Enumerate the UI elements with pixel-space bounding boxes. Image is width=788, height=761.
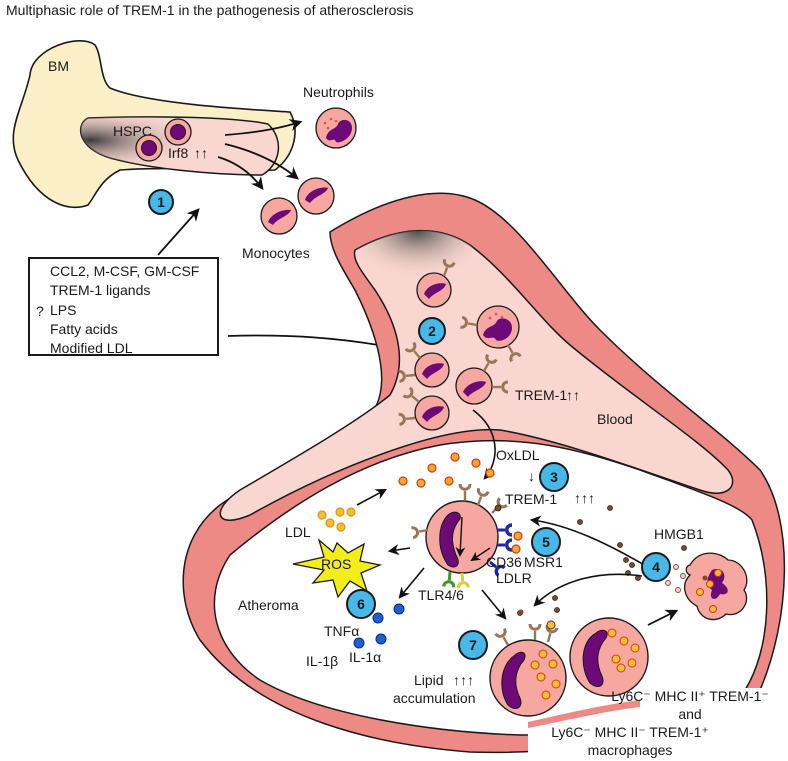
caption-background (528, 688, 768, 761)
foam-cell-trem1-positive (489, 620, 567, 717)
arrow-factors-to-vessel (227, 334, 393, 352)
atheroma-label: Atheroma (238, 597, 299, 613)
irf8-label: Irf8 (168, 145, 188, 161)
macrophage-caption-line: and (678, 706, 701, 722)
trem1-plaque-label: TREM-1 (505, 491, 557, 507)
svg-text:6: 6 (357, 596, 365, 612)
tlr46-label: TLR4/6 (418, 587, 464, 603)
il1a-label: IL-1α (349, 649, 381, 665)
blood-neutrophil (458, 305, 522, 363)
vessel-wall-fragment (528, 700, 640, 728)
arrow-to-monocyte (224, 143, 299, 180)
monocytes-label: Monocytes (242, 245, 310, 261)
arrow-ldl-to-oxldl (356, 488, 387, 506)
arrow-to-ros (387, 544, 411, 556)
tnfa-label: TNFα (324, 623, 359, 639)
il1b-label: IL-1β (306, 653, 338, 669)
arrow-to-cytokines (398, 567, 425, 599)
monocyte-cell (297, 177, 335, 215)
arrow-to-necrotic-cell (647, 609, 679, 626)
blood-label: Blood (597, 411, 633, 427)
svg-text:4: 4 (652, 559, 660, 575)
oxldl-particle (511, 544, 521, 554)
factors-box: ? CCL2, M-CSF, GM-CSF TREM-1 ligands LPS… (28, 257, 219, 356)
hspc-label: HSPC (113, 123, 152, 139)
oxldl-label: OxLDL (496, 447, 540, 463)
neutrophils-label: Neutrophils (303, 84, 374, 100)
factor-prefix-question: ? (36, 303, 44, 319)
arrow-hmgb1-to-foam-cell (533, 573, 643, 607)
step-badge-7: 7 (458, 630, 488, 660)
arrow-to-foam-cell (481, 589, 507, 620)
necrotic-cell (684, 552, 748, 621)
msr1-label: MSR1 (524, 554, 563, 570)
macrophage-caption-line: Ly6C⁻ MHC II⁻ TREM-1⁺ (551, 724, 709, 740)
step-badge-6: 6 (346, 589, 376, 619)
step-badge-1: 1 (148, 189, 174, 215)
svg-text:7: 7 (469, 637, 477, 653)
macrophage-caption-line: Ly6C⁻ MHC II⁺ TREM-1⁻ (611, 688, 769, 704)
blood-monocyte (416, 257, 456, 308)
svg-text:5: 5 (542, 534, 550, 550)
step-badge-2: 2 (418, 317, 446, 345)
blood-monocyte (397, 386, 450, 431)
ldlr-label: LDLR (496, 570, 532, 586)
arrow-factors-to-bm (157, 208, 200, 256)
arrow-to-neutrophils (224, 119, 303, 136)
ros-burst (292, 538, 383, 599)
blood-monocyte (397, 341, 450, 388)
step-badge-5: 5 (531, 527, 561, 557)
cd36-label: CD36 (486, 554, 522, 570)
macrophage-caption-line: macrophages (588, 742, 673, 758)
ldl-label: LDL (285, 524, 311, 540)
accumulation-label: accumulation (393, 690, 476, 706)
svg-text:2: 2 (428, 323, 436, 339)
oxldl-down-arrow: ↓ (528, 468, 535, 484)
neutrophil-cell (315, 107, 357, 149)
oxldl-particles (398, 452, 495, 488)
blood-monocyte (455, 353, 510, 405)
ros-label: ROS (321, 556, 351, 572)
trem1-blood-label: TREM-1 (515, 387, 567, 403)
ldl-particles (317, 507, 356, 532)
hspc-cell (164, 118, 192, 146)
hmgb1-label: HMGB1 (654, 526, 704, 542)
step-badge-3: 3 (539, 462, 569, 492)
arrow-hmgb1-to-trem1 (529, 515, 647, 567)
trem1-blood-up-arrows: ↑↑ (566, 387, 580, 403)
hmgb1-particle (494, 504, 502, 512)
oxldl-particle (513, 531, 523, 541)
cytokine-particles (353, 603, 405, 649)
foam-cell-trem1-negative (569, 617, 649, 697)
factor-item: Modified LDL (50, 340, 133, 356)
macrophage-caption: Ly6C⁻ MHC II⁺ TREM-1⁻ and Ly6C⁻ MHC II⁻ … (551, 688, 769, 758)
lipid-label: Lipid (414, 672, 444, 688)
hmgb1-particles (517, 505, 687, 616)
lipid-up-arrows: ↑↑↑ (453, 672, 474, 688)
central-macrophage (409, 482, 514, 589)
monocyte-cell (260, 197, 298, 235)
trem1-plaque-up-arrows: ↑↑↑ (574, 490, 595, 506)
step-badge-4: 4 (641, 552, 671, 582)
irf8-up-arrows: ↑↑ (194, 145, 208, 161)
cell-debris (665, 564, 686, 593)
bm-label: BM (48, 58, 69, 74)
svg-text:3: 3 (550, 469, 558, 485)
hmgb1-particle (518, 609, 524, 615)
hspc-cell (135, 134, 163, 162)
factor-item: Fatty acids (50, 321, 118, 337)
figure-title: Multiphasic role of TREM-1 in the pathog… (6, 2, 414, 18)
factor-item: CCL2, M-CSF, GM-CSF (50, 263, 199, 279)
factor-item: TREM-1 ligands (50, 282, 150, 298)
factor-item: LPS (50, 302, 76, 318)
svg-text:1: 1 (157, 194, 165, 210)
arrow-to-monocyte (217, 156, 264, 191)
